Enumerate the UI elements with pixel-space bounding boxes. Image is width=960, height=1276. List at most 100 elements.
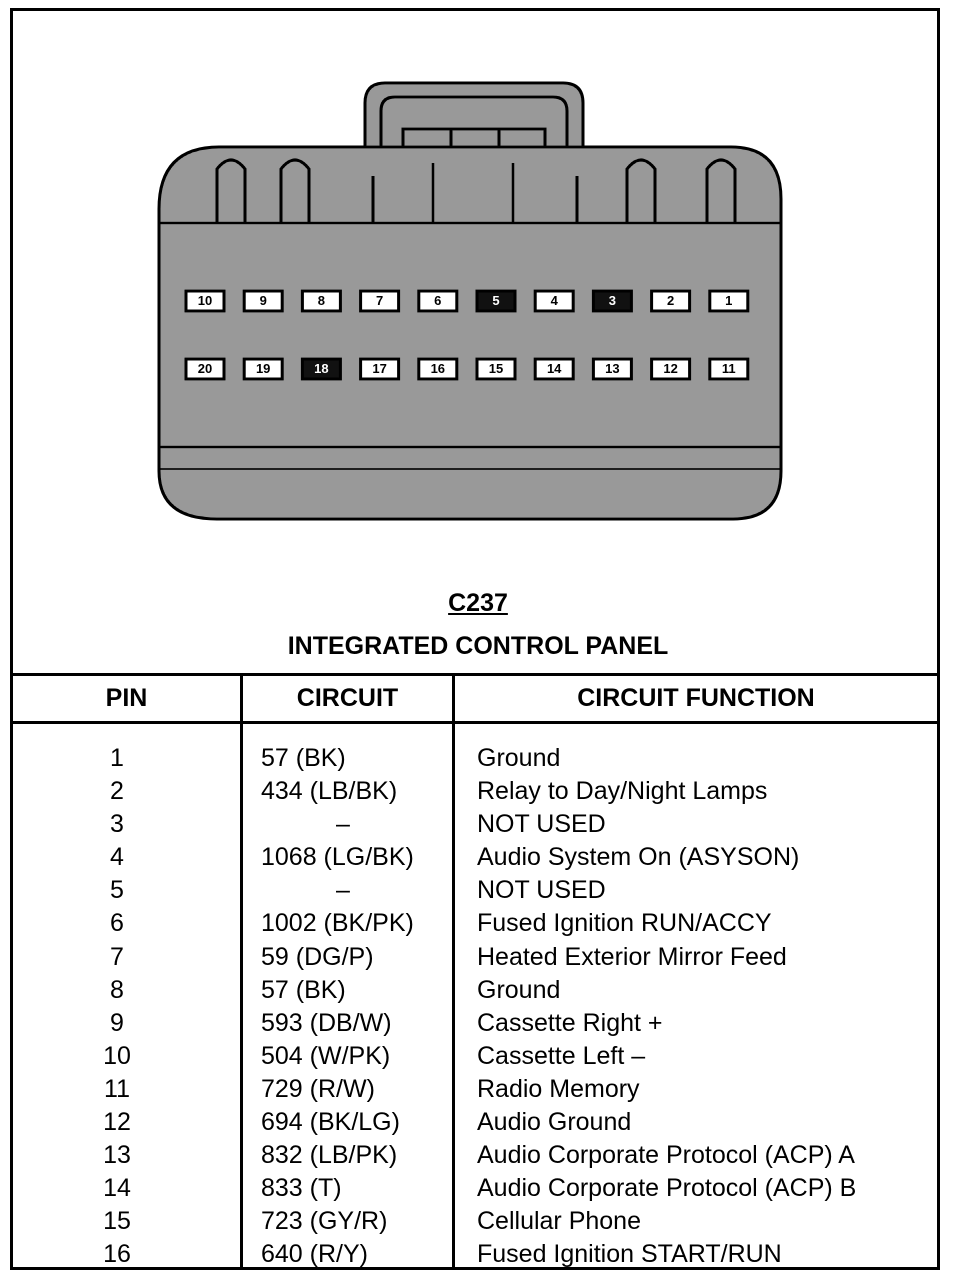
row-function: Radio Memory	[477, 1074, 640, 1103]
row-pin: 9	[110, 1008, 124, 1037]
pin-number: 6	[434, 293, 442, 308]
pin-cavity	[475, 357, 517, 381]
row-circuit: 434 (LB/BK)	[261, 777, 398, 806]
column-divider	[452, 676, 455, 1270]
connector-name: INTEGRATED CONTROL PANEL	[287, 632, 669, 660]
row-function: Fused Ignition RUN/ACCY	[477, 909, 772, 938]
pin-number: 7	[375, 293, 384, 308]
connector-drawing	[157, 81, 783, 521]
row-pin: 8	[110, 975, 124, 1004]
row-pin: 13	[103, 1141, 131, 1170]
pin-row-bottom	[184, 357, 750, 381]
pin-cavity	[242, 357, 284, 381]
row-function: Ground	[477, 744, 561, 772]
row-function: Cassette Right +	[477, 1008, 663, 1037]
pin-number: 15	[488, 361, 504, 376]
row-circuit: 723 (GY/R)	[261, 1207, 388, 1236]
pin-cavity	[184, 289, 226, 313]
connector-body	[157, 145, 783, 521]
pin-cavity	[533, 357, 575, 381]
pin-number: 1	[725, 293, 733, 308]
row-function: Cellular Phone	[477, 1207, 641, 1236]
row-pin: 3	[110, 810, 124, 839]
pin-cavity	[533, 289, 575, 313]
pin-cavity	[417, 357, 459, 381]
pin-number: 20	[197, 361, 213, 376]
table-row: 14 833 (T) Audio Corporate Protocol (ACP) …	[13, 1172, 937, 1205]
row-circuit: 694 (BK/LG)	[261, 1108, 400, 1137]
pin-number: 8	[317, 293, 325, 308]
connector-code-text: C237	[448, 589, 508, 617]
table-row: 15 723 (GY/R) Cellular Phone	[13, 1205, 937, 1238]
pin-number: 3	[608, 293, 616, 308]
pin-cavity	[184, 357, 226, 381]
row-function: Relay to Day/Night Lamps	[477, 777, 768, 806]
pin-cavity	[300, 357, 342, 381]
row-function: Ground	[477, 975, 561, 1004]
row-function: Audio Ground	[477, 1108, 632, 1137]
row-circuit: 57 (BK)	[261, 975, 346, 1004]
row-function: Audio Corporate Protocol (ACP) A	[477, 1141, 855, 1170]
pin-cavity	[591, 357, 633, 381]
column-divider	[240, 676, 243, 1270]
row-circuit: 1002 (BK/PK)	[261, 909, 414, 938]
row-circuit: 833 (T)	[261, 1174, 342, 1203]
pin-cavity	[359, 357, 401, 381]
row-function: Audio System On (ASYSON)	[477, 843, 800, 872]
pin-row-top	[184, 289, 750, 313]
header-circuit: CIRCUIT	[296, 684, 399, 712]
pin-cavity	[359, 289, 401, 313]
pin-number: 14	[546, 361, 562, 376]
pin-cavity	[708, 289, 750, 313]
row-pin: 4	[110, 843, 124, 872]
pin-number: 19	[255, 361, 271, 376]
pin-number: 4	[550, 293, 558, 308]
pin-cavity	[475, 289, 517, 313]
row-circuit: 640 (R/Y)	[261, 1240, 368, 1269]
row-pin: 5	[110, 876, 124, 905]
row-circuit: –	[336, 876, 350, 905]
pin-number: 16	[430, 361, 446, 376]
pin-number: 13	[605, 361, 620, 376]
table-row: 3 – NOT USED	[13, 808, 937, 841]
pin-cavity	[591, 289, 633, 313]
row-pin: 12	[103, 1108, 131, 1137]
table-row: 2 434 (LB/BK) Relay to Day/Night Lamps	[13, 775, 937, 808]
row-circuit: –	[336, 810, 350, 839]
table-row: 6 1002 (BK/PK) Fused Ignition RUN/ACCY	[13, 907, 937, 940]
row-function: Audio Corporate Protocol (ACP) B	[477, 1174, 857, 1203]
pin-cavity	[242, 289, 284, 313]
table-row: 5–NOT USED	[13, 874, 937, 907]
pin-number: 11	[721, 361, 736, 376]
pin-number: 12	[663, 361, 678, 376]
row-circuit: 729 (R/W)	[261, 1074, 375, 1103]
row-circuit: 504 (W/PK)	[261, 1041, 391, 1070]
row-function: Heated Exterior Mirror Feed	[477, 942, 787, 971]
header-pin: PIN	[105, 684, 148, 712]
pin-number: 10	[197, 293, 213, 308]
header-function: CIRCUIT FUNCTION	[577, 684, 815, 712]
row-circuit: 57 (BK)	[261, 744, 346, 772]
header-divider	[13, 721, 937, 724]
row-function: NOT USED	[477, 810, 606, 839]
pin-cavity	[650, 289, 692, 313]
row-pin: 14	[103, 1174, 131, 1203]
pin-cavity	[650, 357, 692, 381]
pin-number: 2	[666, 293, 675, 308]
row-pin: 15	[103, 1207, 131, 1236]
pin-cavity	[300, 289, 342, 313]
row-function: Cassette Left –	[477, 1041, 646, 1070]
row-pin: 2	[110, 777, 124, 806]
row-pin: 6	[110, 909, 124, 938]
